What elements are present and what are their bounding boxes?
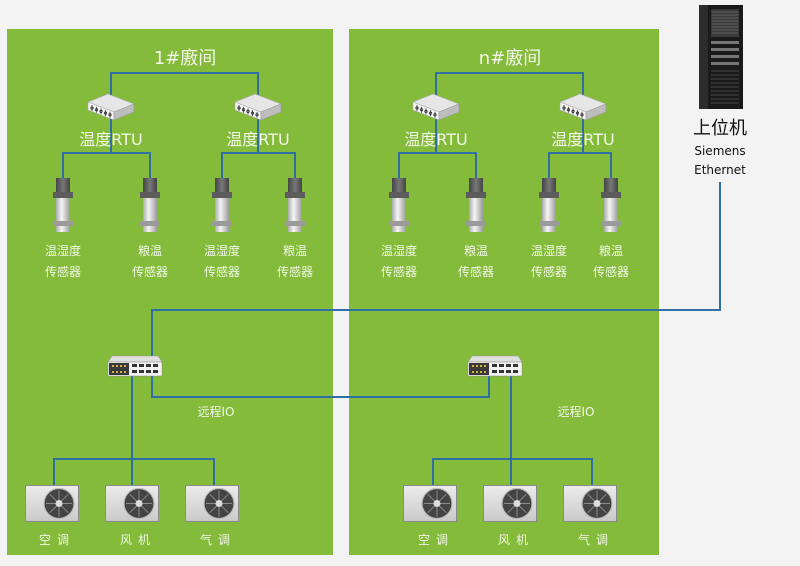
- sensor-label-line1: 粮温: [463, 244, 488, 258]
- zone-n-rtu-1-icon: [411, 92, 461, 122]
- sensor-label-line2: 传感器: [131, 265, 168, 279]
- host-title: 上位机: [693, 118, 747, 139]
- sensor-label-line2: 传感器: [592, 265, 629, 279]
- zone-n-fan-icon: [483, 485, 537, 522]
- zone-1-io-label: 远程IO: [197, 405, 235, 419]
- sensor-label-line2: 传感器: [276, 265, 313, 279]
- zone-1-title: 1#廒间: [153, 48, 217, 69]
- zone-1-sensor-4-label: 粮温传感器: [260, 241, 330, 283]
- zone-1-aircon-icon: [25, 485, 79, 522]
- zone-n-equip-3-label: 气调: [577, 533, 614, 547]
- zone-1-equip-3-label: 气调: [199, 533, 236, 547]
- zone-1-remote-io-icon: [107, 354, 163, 378]
- zone-1-sensor-3-icon: [211, 178, 233, 233]
- zone-1-sensor-4-icon: [284, 178, 306, 233]
- zone-n-sensor-2-label: 粮温传感器: [441, 241, 511, 283]
- sensor-label-line2: 传感器: [44, 265, 81, 279]
- zone-n-equip-1-label: 空调: [417, 533, 454, 547]
- sensor-label-line1: 粮温: [282, 244, 307, 258]
- sensor-label-line1: 粮温: [137, 244, 162, 258]
- zone-n-sensor-3-label: 温湿度传感器: [514, 241, 584, 283]
- sensor-label-line2: 传感器: [457, 265, 494, 279]
- sensor-label-line2: 传感器: [530, 265, 567, 279]
- sensor-label-line1: 温湿度: [530, 244, 567, 258]
- zone-n-rtu-1-label: 温度RTU: [404, 130, 468, 149]
- zone-n: [349, 29, 659, 555]
- server-rack-icon: [697, 3, 747, 111]
- zone-n-sensor-3-icon: [538, 178, 560, 233]
- zone-1-rtu-2-icon: [233, 92, 283, 122]
- sensor-label-line1: 温湿度: [203, 244, 240, 258]
- zone-n-sensor-4-label: 粮温传感器: [576, 241, 646, 283]
- sensor-label-line2: 传感器: [203, 265, 240, 279]
- zone-1-fan-icon: [105, 485, 159, 522]
- zone-n-remote-io-icon: [467, 354, 523, 378]
- zone-n-sensor-4-icon: [600, 178, 622, 233]
- zone-n-rtu-2-icon: [558, 92, 608, 122]
- zone-n-aircon-icon: [403, 485, 457, 522]
- zone-n-equip-2-label: 风机: [497, 533, 534, 547]
- zone-1-sensor-2-icon: [139, 178, 161, 233]
- host-protocol-line2: Ethernet: [694, 163, 746, 177]
- zone-1-sensor-1-label: 温湿度传感器: [28, 241, 98, 283]
- zone-n-sensor-1-icon: [388, 178, 410, 233]
- zone-1-rtu-1-icon: [86, 92, 136, 122]
- zone-1-gas-control-icon: [185, 485, 239, 522]
- zone-1-equip-2-label: 风机: [119, 533, 156, 547]
- sensor-label-line1: 粮温: [598, 244, 623, 258]
- zone-n-io-label: 远程IO: [557, 405, 595, 419]
- zone-n-sensor-2-icon: [465, 178, 487, 233]
- zone-n-gas-control-icon: [563, 485, 617, 522]
- zone-n-title: n#廒间: [478, 48, 542, 69]
- host-protocol-line1: Siemens: [694, 144, 746, 158]
- zone-n-sensor-1-label: 温湿度传感器: [364, 241, 434, 283]
- sensor-label-line2: 传感器: [380, 265, 417, 279]
- zone-1-sensor-2-label: 粮温传感器: [115, 241, 185, 283]
- zone-1-rtu-1-label: 温度RTU: [79, 130, 143, 149]
- zone-1-sensor-3-label: 温湿度传感器: [187, 241, 257, 283]
- zone-1-sensor-1-icon: [52, 178, 74, 233]
- zone-1-equip-1-label: 空调: [38, 533, 75, 547]
- zone-1: [7, 29, 333, 555]
- zone-n-rtu-2-label: 温度RTU: [551, 130, 615, 149]
- zone-1-rtu-2-label: 温度RTU: [226, 130, 290, 149]
- sensor-label-line1: 温湿度: [44, 244, 81, 258]
- sensor-label-line1: 温湿度: [380, 244, 417, 258]
